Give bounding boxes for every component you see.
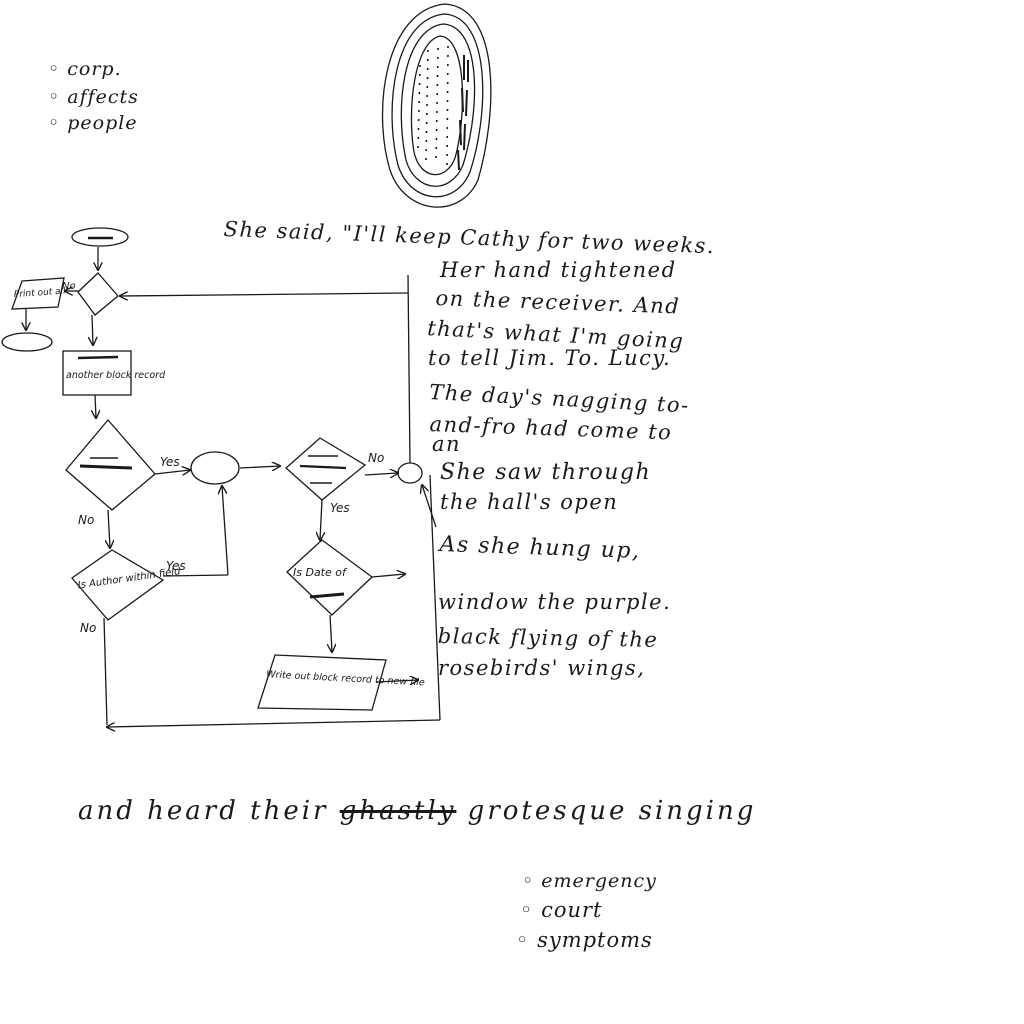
label-no-2: No <box>78 513 94 527</box>
label-no-4: No <box>368 451 384 465</box>
note-line: ◦ people <box>48 112 138 134</box>
connector <box>155 470 190 474</box>
label-yes-1: Yes <box>160 455 180 469</box>
loop-back <box>120 293 408 296</box>
label-date: Is Date of <box>293 566 348 579</box>
decision-right <box>286 438 365 500</box>
note-line: ◦ symptoms <box>516 928 653 952</box>
end-terminator <box>2 333 52 351</box>
label-no-1: No <box>62 281 76 292</box>
flowchart <box>2 228 440 727</box>
connector <box>372 574 405 577</box>
oval-doodle <box>383 4 491 207</box>
connector <box>95 395 96 418</box>
bottom-before: and heard their <box>78 796 328 826</box>
story-line: window the purple. <box>438 590 671 614</box>
story-line: the hall's open <box>440 490 618 514</box>
connector <box>92 315 93 345</box>
story-line: Her hand tightened <box>440 258 677 282</box>
struck-word: ghastly <box>340 796 457 826</box>
connector <box>222 486 228 575</box>
note-line: ◦ corp. <box>48 58 122 80</box>
decision-start <box>78 273 118 315</box>
decision-main <box>66 420 155 510</box>
story-line: to tell Jim. To. Lucy. <box>428 346 671 370</box>
connector-circle <box>191 452 239 484</box>
label-process-2: Write out block record to new file <box>266 669 425 688</box>
connector-circle-right <box>398 463 422 483</box>
note-line: ◦ emergency <box>522 870 657 892</box>
story-line: an <box>432 432 461 456</box>
connector <box>240 466 280 468</box>
bottom-after: grotesque singing <box>468 796 757 826</box>
story-line: rosebirds' wings, <box>438 656 645 680</box>
label-yes-2: Yes <box>166 559 186 573</box>
connector <box>330 615 332 652</box>
connector <box>320 500 322 540</box>
label-print-box: Print out all <box>14 286 67 300</box>
story-line: black flying of the <box>438 624 659 652</box>
bottom-sentence: and heard their ghastly grotesque singin… <box>78 796 756 826</box>
note-line: ◦ affects <box>48 86 139 108</box>
story-line: She saw through <box>440 460 651 485</box>
label-no-3: No <box>80 621 96 635</box>
connector <box>365 473 398 475</box>
note-line: ◦ court <box>520 898 602 922</box>
label-yes-3: Yes <box>330 501 350 515</box>
connector <box>422 485 436 527</box>
connector <box>108 510 110 548</box>
label-process-1: another block record <box>66 370 166 381</box>
bottom-line <box>107 720 440 727</box>
flowchart-labels: Print out all No another block record Ye… <box>14 281 426 688</box>
